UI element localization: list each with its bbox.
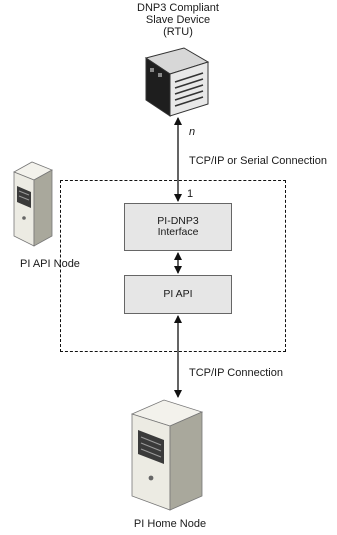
server-tower-icon — [130, 399, 204, 511]
interface-box-line: Interface — [157, 226, 199, 238]
upper-connection-label: TCP/IP or Serial Connection — [189, 155, 327, 167]
cardinality-n: n — [189, 126, 196, 138]
rtu-title-line: (RTU) — [163, 26, 193, 38]
pi-dnp3-interface-box: PI-DNP3 Interface — [124, 203, 232, 251]
rtu-title-line: DNP3 Compliant — [137, 2, 219, 14]
pi-api-node-label: PI API Node — [20, 258, 80, 270]
pi-api-box: PI API — [124, 275, 232, 314]
pi-home-node-label: PI Home Node — [133, 518, 207, 530]
api-box-label: PI API — [163, 288, 193, 300]
lower-connection-label: TCP/IP Connection — [189, 367, 283, 379]
rtu-device-icon — [144, 47, 210, 117]
api-node-boundary — [60, 180, 286, 352]
interface-box-line: PI-DNP3 — [157, 215, 199, 227]
rtu-title-line: Slave Device — [145, 14, 211, 26]
rtu-title: DNP3 Compliant Slave Device (RTU) — [118, 2, 238, 38]
server-tower-icon — [13, 161, 53, 247]
cardinality-1: 1 — [187, 188, 194, 200]
